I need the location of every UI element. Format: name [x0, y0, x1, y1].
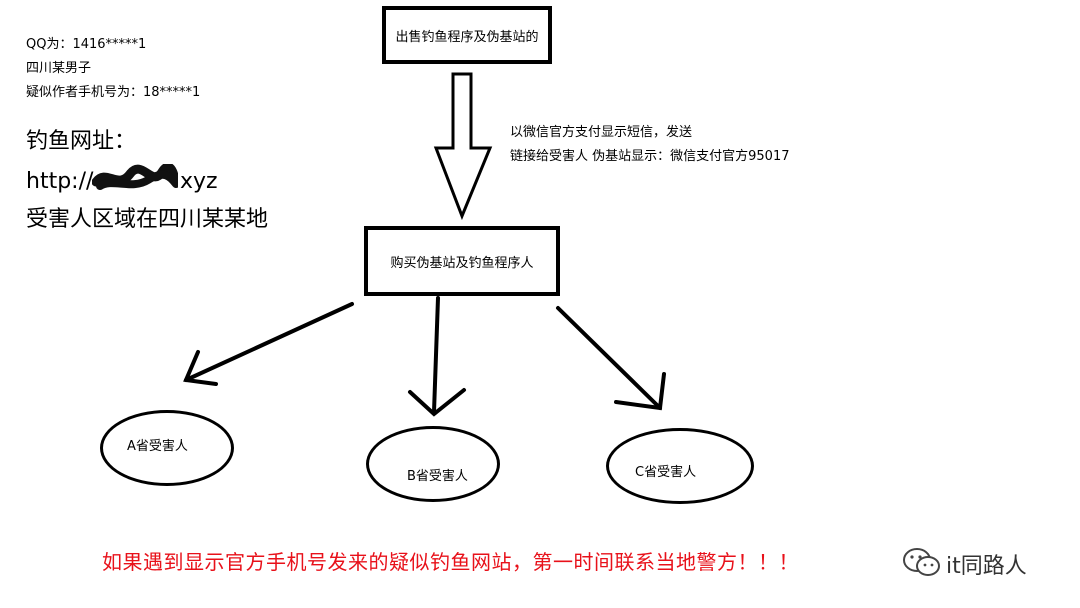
buyer-box-label: 购买伪基站及钓鱼程序人	[390, 255, 534, 271]
warning-text: 如果遇到显示官方手机号发来的疑似钓鱼网站，第一时间联系当地警方！！！	[102, 550, 799, 574]
arrow-to-c	[556, 306, 666, 411]
phone-text: 疑似作者手机号为：18*****1	[26, 85, 201, 100]
seller-box: 出售钓鱼程序及伪基站的	[382, 6, 552, 64]
redaction-scribble	[92, 164, 178, 190]
arrow-note-line2: 链接给受害人 伪基站显示：微信支付官方95017	[510, 149, 790, 164]
victim-b-label: B省受害人	[407, 469, 468, 484]
watermark-text: it同路人	[946, 554, 1027, 579]
victim-c-label: C省受害人	[635, 465, 697, 480]
buyer-box: 购买伪基站及钓鱼程序人	[364, 226, 560, 296]
qq-text: QQ为：1416*****1	[26, 37, 147, 52]
victim-a-ellipse: A省受害人	[100, 410, 234, 486]
url-value: http://	[26, 169, 94, 194]
victim-c-ellipse: C省受害人	[606, 428, 754, 504]
down-arrow-shape	[433, 72, 493, 221]
url-tail: xyz	[180, 169, 218, 194]
victim-region-text: 受害人区域在四川某某地	[26, 207, 269, 232]
arrow-to-b	[408, 296, 466, 417]
arrow-note-line1: 以微信官方支付显示短信，发送	[510, 125, 693, 140]
location-text: 四川某男子	[26, 61, 92, 76]
arrow-to-a	[183, 302, 354, 386]
victim-b-ellipse: B省受害人	[366, 426, 500, 502]
url-label: 钓鱼网址：	[26, 129, 137, 154]
victim-a-label: A省受害人	[127, 439, 188, 454]
seller-box-label: 出售钓鱼程序及伪基站的	[395, 29, 539, 45]
wechat-icon	[903, 548, 940, 576]
